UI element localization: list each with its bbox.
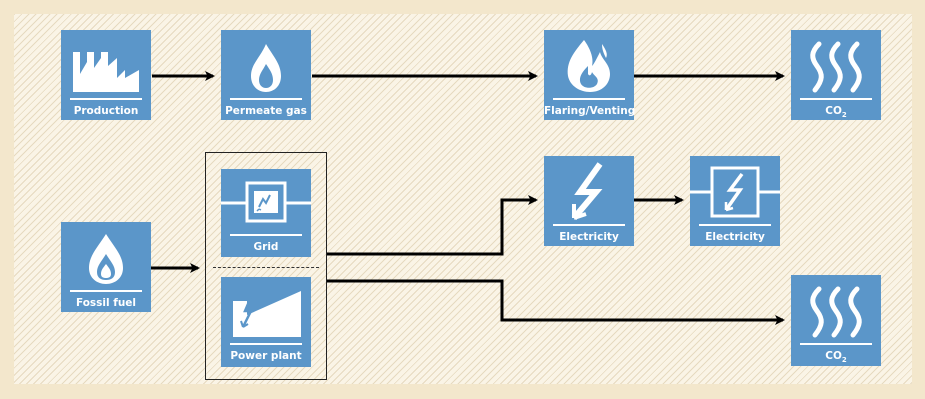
grid-icon bbox=[221, 181, 311, 223]
power-plant-icon bbox=[233, 291, 301, 337]
arrow-group-to-co2 bbox=[327, 279, 785, 325]
co2-bottom-label: CO2 bbox=[825, 350, 847, 365]
node-permeate-gas: Permeate gas bbox=[221, 30, 311, 120]
arrow-group-to-electricity bbox=[327, 195, 538, 256]
grid-power-plant-group bbox=[205, 152, 327, 380]
drop-flame-icon bbox=[89, 234, 123, 284]
electricity-1-label: Electricity bbox=[559, 231, 619, 243]
flame-icon bbox=[251, 44, 281, 92]
fossil-fuel-label: Fossil fuel bbox=[75, 297, 137, 309]
node-production: Production bbox=[61, 30, 151, 120]
heat-waves-icon bbox=[810, 286, 862, 338]
co2-top-label: CO2 bbox=[825, 105, 847, 120]
electricity-2-label: Electricity bbox=[705, 231, 765, 243]
node-grid: Grid bbox=[221, 169, 311, 257]
permeate-gas-label: Permeate gas bbox=[225, 105, 307, 117]
production-label: Production bbox=[73, 105, 139, 117]
node-co2-top: CO2 bbox=[791, 30, 881, 120]
flaring-flame-icon bbox=[567, 40, 610, 92]
grid-label: Grid bbox=[253, 241, 279, 253]
heat-waves-icon bbox=[810, 41, 862, 93]
lightning-box-icon bbox=[690, 166, 780, 218]
factory-icon bbox=[73, 52, 139, 92]
lightning-icon bbox=[571, 162, 603, 220]
node-flaring-venting: Flaring/Venting bbox=[544, 30, 636, 120]
node-electricity-1: Electricity bbox=[544, 156, 634, 246]
node-fossil-fuel: Fossil fuel bbox=[61, 222, 151, 312]
power-plant-label: Power plant bbox=[230, 350, 302, 362]
node-co2-bottom: CO2 bbox=[791, 275, 881, 366]
group-divider bbox=[213, 267, 319, 268]
flaring-label: Flaring/Venting bbox=[544, 105, 636, 117]
node-power-plant: Power plant bbox=[221, 277, 311, 367]
node-electricity-2: Electricity bbox=[690, 156, 780, 246]
